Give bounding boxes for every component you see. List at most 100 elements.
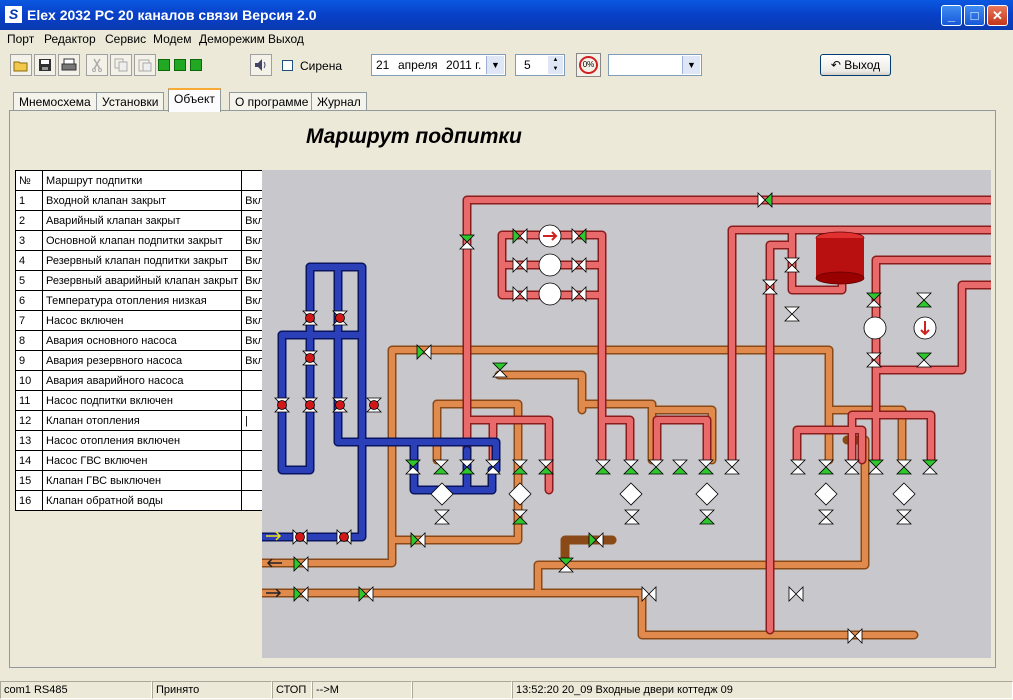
tab-object[interactable]: Объект (168, 88, 221, 112)
pump-icon[interactable] (538, 282, 562, 306)
open-folder-icon[interactable] (10, 54, 32, 76)
exit-button[interactable]: ↶ Выход (820, 54, 891, 76)
sound-icon[interactable] (250, 54, 272, 76)
date-month: апреля (398, 58, 438, 72)
row-label: Насос включен (41, 310, 243, 331)
status-mode: СТОП (272, 681, 312, 699)
date-day: 21 (376, 58, 390, 72)
row-label: Температура отопления низкая (41, 290, 243, 311)
status-led-3 (190, 59, 202, 71)
tab-settings[interactable]: Установки (96, 92, 165, 112)
tab-mnemoscheme[interactable]: Мнемосхема (13, 92, 97, 112)
row-number: 16 (15, 490, 43, 511)
row-label: Резервный аварийный клапан закрыт (41, 270, 243, 291)
row-label: Резервный клапан подпитки закрыт (41, 250, 243, 271)
dropdown-arrow-icon[interactable]: ▼ (486, 56, 504, 74)
menu-modem[interactable]: Модем (153, 32, 192, 46)
tab-about[interactable]: О программе (229, 92, 315, 112)
menu-port[interactable]: Порт (7, 32, 35, 46)
row-number: 4 (15, 250, 43, 271)
menu-bar: Порт Редактор Сервис Модем Деморежим Вых… (0, 30, 1013, 49)
row-label: Насос ГВС включен (41, 450, 243, 471)
row-number: 1 (15, 190, 43, 211)
paste-icon (134, 54, 156, 76)
row-number: 11 (15, 390, 43, 411)
row-label: Насос подпитки включен (41, 390, 243, 411)
app-icon: S (5, 6, 22, 23)
row-number: 2 (15, 210, 43, 231)
maximize-button[interactable]: □ (964, 5, 985, 26)
cut-icon (86, 54, 108, 76)
date-picker[interactable]: 21 апреля 2011 г. ▼ (371, 54, 506, 76)
status-message: 13:52:20 20_09 Входные двери коттедж 09 (512, 681, 1013, 699)
row-label: Насос отопления включен (41, 430, 243, 451)
minimize-button[interactable]: _ (941, 5, 962, 26)
window-title: Elex 2032 PC 20 каналов связи Версия 2.0 (27, 7, 317, 23)
menu-demo[interactable]: Деморежим (199, 32, 265, 46)
status-port: com1 RS485 (0, 681, 152, 699)
row-number: 13 (15, 430, 43, 451)
tab-journal[interactable]: Журнал (311, 92, 367, 112)
channel-value: 5 (524, 58, 531, 72)
spin-down-icon[interactable]: ▼ (548, 65, 563, 74)
mode-select[interactable]: ▼ (608, 54, 702, 76)
print-icon[interactable] (58, 54, 80, 76)
row-label: Авария резервного насоса (41, 350, 243, 371)
row-label: Основной клапан подпитки закрыт (41, 230, 243, 251)
row-number: 15 (15, 470, 43, 491)
close-button[interactable]: ✕ (987, 5, 1008, 26)
dropdown-arrow-icon[interactable]: ▼ (682, 56, 700, 74)
row-number: 14 (15, 450, 43, 471)
percent-icon[interactable]: 0% (576, 53, 601, 77)
status-direction: -->M (312, 681, 412, 699)
copy-icon (110, 54, 132, 76)
row-number: 6 (15, 290, 43, 311)
tab-strip: Мнемосхема Установки Объект О программе … (0, 88, 1013, 112)
save-icon[interactable] (34, 54, 56, 76)
toolbar: Сирена 21 апреля 2011 г. ▼ 5 ▲ ▼ 0% ▼ ↶ … (0, 50, 1013, 82)
pump-icon[interactable] (863, 316, 887, 340)
header-route: Маршрут подпитки (41, 170, 243, 191)
row-label: Авария аварийного насоса (41, 370, 243, 391)
row-label: Клапан обратной воды (41, 490, 243, 511)
tank-icon (815, 231, 865, 285)
pipe-scheme (262, 170, 991, 658)
status-bar: com1 RS485 Принято СТОП -->M 13:52:20 20… (0, 680, 1013, 700)
spin-up-icon[interactable]: ▲ (548, 56, 563, 65)
menu-editor[interactable]: Редактор (44, 32, 96, 46)
status-state: Принято (152, 681, 272, 699)
row-label: Авария основного насоса (41, 330, 243, 351)
status-led-2 (174, 59, 186, 71)
row-label: Входной клапан закрыт (41, 190, 243, 211)
table-header: № Маршрут подпитки (15, 170, 275, 191)
row-number: 5 (15, 270, 43, 291)
siren-checkbox[interactable] (282, 60, 293, 71)
channel-spinner[interactable]: 5 ▲ ▼ (515, 54, 565, 76)
title-bar: S Elex 2032 PC 20 каналов связи Версия 2… (0, 0, 1013, 30)
menu-exit[interactable]: Выход (268, 32, 304, 46)
exit-button-label: Выход (844, 58, 881, 72)
status-led-1 (158, 59, 170, 71)
pump-icon[interactable] (538, 253, 562, 277)
status-empty (412, 681, 512, 699)
menu-service[interactable]: Сервис (105, 32, 147, 46)
row-number: 3 (15, 230, 43, 251)
siren-label: Сирена (300, 59, 343, 73)
